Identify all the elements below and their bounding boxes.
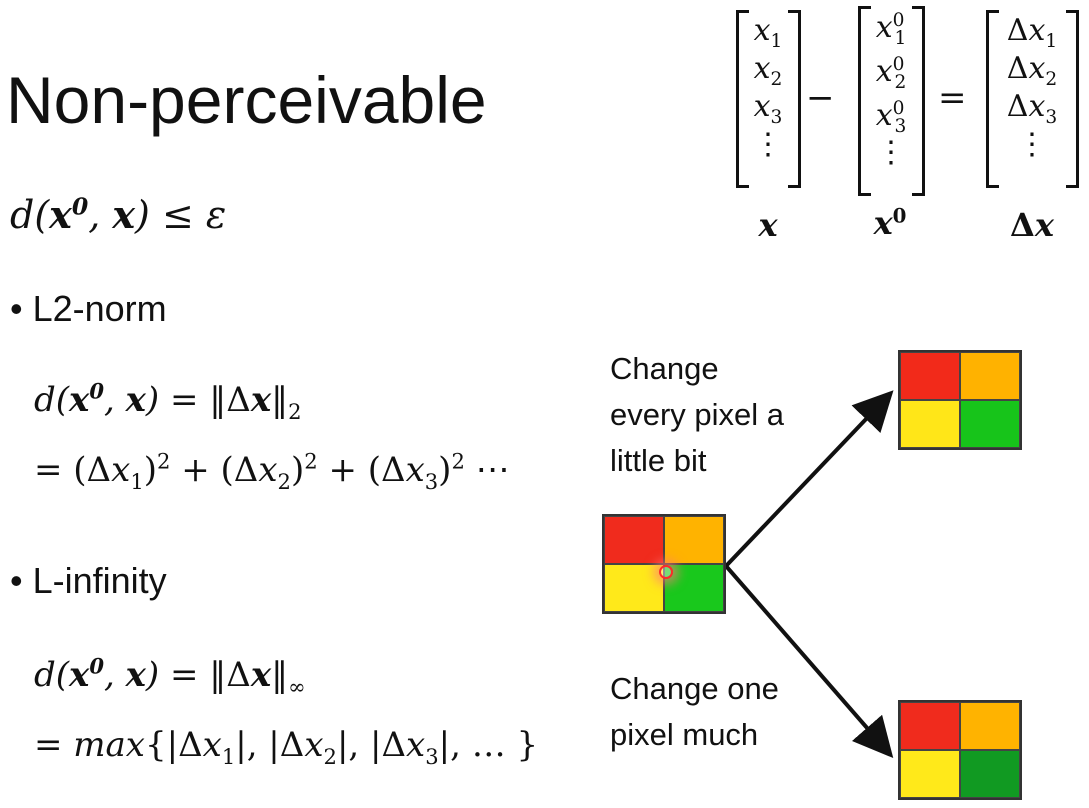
pixel-red [900, 352, 960, 400]
linf-equation-line2: = max{|Δx1|, |Δx2|, |Δx3|, … } [34, 725, 539, 769]
arrow-down [724, 564, 894, 759]
l2-norm-label: L2-norm [32, 288, 167, 329]
l-infinity-bullet: • L-infinity [10, 560, 167, 601]
l-infinity-label: L-infinity [32, 560, 167, 601]
x0-entry-2: x02 [875, 54, 907, 93]
pixel-red [900, 702, 960, 750]
l2-equation-line1: d(x0, x) = ‖Δx‖2 [34, 378, 302, 424]
pixel-orange [960, 352, 1020, 400]
pixel-yellow [900, 400, 960, 448]
dx-left-bracket [986, 10, 999, 188]
x-entry-ellipsis: ⋮ [753, 127, 783, 162]
minus-sign: − [806, 78, 835, 118]
pixel-red [604, 516, 664, 564]
pixel-green [664, 564, 724, 612]
x-right-bracket [788, 10, 801, 188]
x-entry-2: x2 [753, 51, 783, 90]
linf-equation-line1: d(x0, x) = ‖Δx‖∞ [34, 653, 306, 699]
x0-entry-1: x01 [875, 10, 907, 49]
l2-equation-line2: = (Δx1)2 + (Δx2)2 + (Δx3)2 ⋯ [34, 448, 510, 494]
x-vector-entries: x1 x2 x3 ⋮ [745, 12, 791, 164]
caption-one-pixel: Change one pixel much [610, 671, 779, 752]
l2-norm-bullet: • L2-norm [10, 288, 167, 329]
linf-perturbed-grid [898, 700, 1022, 800]
pixel-yellow [604, 564, 664, 612]
pixel-orange [664, 516, 724, 564]
original-image-grid [602, 514, 726, 614]
x0-entry-3: x03 [875, 98, 907, 137]
x0-vector-entries: x01 x02 x03 ⋮ [864, 6, 918, 168]
dx-vector-entries: Δx1 Δx2 Δx3 ⋮ [994, 12, 1070, 164]
arrow-up [724, 390, 894, 568]
slide-title: Non-perceivable [6, 63, 487, 137]
dx-label: Δx [1010, 206, 1054, 244]
x0-entry-ellipsis: ⋮ [876, 135, 906, 170]
pixel-dark-green [960, 750, 1020, 798]
x-left-bracket [736, 10, 749, 188]
dx-entry-3: Δx3 [1006, 89, 1058, 128]
x-entry-3: x3 [753, 89, 783, 128]
x0-left-bracket [858, 6, 871, 196]
x0-label: x0 [873, 203, 907, 242]
pixel-yellow [900, 750, 960, 798]
x-entry-1: x1 [753, 13, 783, 52]
dx-right-bracket [1066, 10, 1079, 188]
distance-constraint: d(x0, x) ≤ ε [10, 192, 226, 237]
l2-perturbed-grid [898, 350, 1022, 450]
equals-sign: = [938, 78, 967, 118]
pixel-green [960, 400, 1020, 448]
x0-right-bracket [912, 6, 925, 196]
x-label: x [758, 206, 778, 244]
caption-every-pixel: Change every pixel a little bit [610, 351, 785, 478]
pixel-orange [960, 702, 1020, 750]
dx-entry-2: Δx2 [1006, 51, 1058, 90]
cursor-marker [659, 565, 673, 579]
dx-entry-1: Δx1 [1006, 13, 1058, 52]
dx-entry-ellipsis: ⋮ [1017, 127, 1047, 162]
constraint-formula: d(x0, x) ≤ ε [10, 192, 227, 237]
